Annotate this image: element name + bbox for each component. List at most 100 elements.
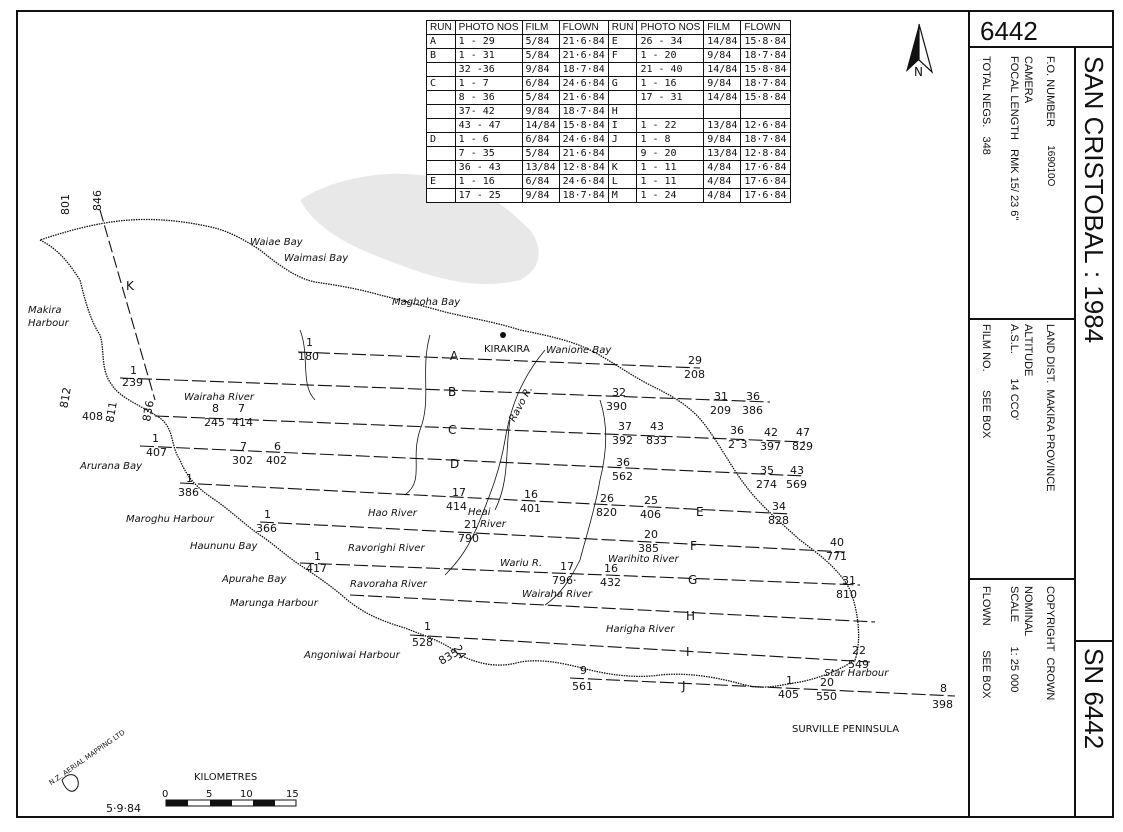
photo-label: 408 [82, 410, 103, 423]
photo-label: 810 [836, 588, 857, 601]
place-wariu-r: Wariu R. [500, 558, 542, 569]
photo-label: 35 [760, 464, 774, 477]
place-kirakira: KIRAKIRA [484, 344, 530, 355]
table-cell [426, 146, 456, 161]
total-value: 348 [980, 136, 992, 155]
table-cell [636, 104, 705, 119]
photo-label: 829 [792, 440, 813, 453]
place-ravoraha-river: Ravoraha River [350, 579, 428, 590]
table-cell: 18·7·84 [558, 188, 609, 203]
film-value: SEE BOX [980, 390, 992, 439]
table-cell [426, 118, 456, 133]
place-makira-1: Makira [28, 305, 62, 316]
photo-label: 36 [746, 390, 760, 403]
photo-label: 209 [710, 404, 731, 417]
table-cell: 5/84 [521, 34, 560, 49]
run-label-g: G [688, 573, 697, 587]
table-cell: G [607, 76, 638, 91]
table-cell: 12·8·84 [740, 146, 791, 161]
photo-label: 1 [186, 472, 193, 485]
table-cell: 14/84 [703, 90, 742, 105]
table-cell: 4/84 [703, 174, 742, 189]
table-cell: 1 - 6 [454, 132, 523, 147]
photo-label: 432 [600, 576, 621, 589]
table-cell: 1 - 24 [636, 188, 705, 203]
table-cell: 15·8·84 [740, 90, 791, 105]
table-cell: 14/84 [703, 62, 742, 77]
place-warihito-river: Warihito River [608, 554, 679, 565]
altitude-value: 14 CCO' [1008, 378, 1020, 421]
table-cell: 4/84 [703, 188, 742, 203]
info-flown: FLOWN SEE BOX [980, 586, 992, 698]
scale-tick: 0 [162, 789, 168, 800]
title-place: SAN CRISTOBAL [1079, 56, 1109, 264]
table-header-row: RUN PHOTO NOS FILM FLOWN RUN PHOTO NOS F… [426, 20, 791, 35]
photo-label: 801 [59, 194, 72, 215]
photo-label: 549 [848, 658, 869, 671]
place-waimasi-bay: Waimasi Bay [284, 253, 349, 264]
table-cell: F [607, 48, 638, 63]
photo-label: 385 [638, 542, 659, 555]
copyright-value: CROWN [1044, 657, 1056, 701]
place-hao-river: Hao River [368, 508, 418, 519]
table-cell: 17·6·84 [740, 174, 791, 189]
map-frame [16, 10, 1114, 818]
info-fo: F.O. NUMBER 169010O [1044, 56, 1056, 186]
table-cell: 24·6·84 [558, 76, 609, 91]
table-cell: 43 - 47 [454, 118, 523, 133]
photo-label: 1 [786, 674, 793, 687]
photo-label: 26 [600, 492, 614, 505]
photo-label: 29 [688, 354, 702, 367]
photo-label: 1 [306, 336, 313, 349]
photo-label: 405 [778, 688, 799, 701]
table-cell: B [426, 48, 456, 63]
photo-label: 31 [714, 390, 728, 403]
table-cell: 1 - 31 [454, 48, 523, 63]
table-cell: 32 -36 [454, 62, 523, 77]
photo-label: 771 [826, 550, 847, 563]
table-cell: 15·8·84 [558, 118, 609, 133]
run-label-d: D [450, 457, 459, 471]
table-cell: 17·6·84 [740, 188, 791, 203]
photo-label: 811 [103, 401, 119, 424]
table-cell: 1 - 16 [454, 174, 523, 189]
place-heai-river-1: Heai [468, 507, 491, 518]
table-cell: 21 - 40 [636, 62, 705, 77]
photo-label: 561 [572, 680, 593, 693]
table-cell [607, 90, 638, 105]
photo-label: 34 [772, 500, 786, 513]
scale-bar: KILOMETRES 0 5 10 15 [162, 772, 299, 807]
map-title: SAN CRISTOBAL : 1984 [1076, 56, 1112, 343]
table-cell: 26 - 34 [636, 34, 705, 49]
run-label-a: A [450, 349, 459, 363]
place-harigha-river: Harigha River [606, 624, 675, 635]
flown-value: SEE BOX [980, 650, 992, 699]
aerial-mapping-logo: N.Z. AERIAL MAPPING LTD [48, 729, 127, 792]
photo-label: 790 [458, 532, 479, 545]
photo-label: 1 [424, 620, 431, 633]
place-wanione-bay: Wanione Bay [546, 345, 612, 356]
table-cell: 9/84 [703, 76, 742, 91]
photo-label: 47 [796, 426, 810, 439]
table-cell: 4/84 [703, 160, 742, 175]
photo-label: 9 [580, 664, 587, 677]
table-cell: 5/84 [521, 90, 560, 105]
photo-label: 180 [298, 350, 319, 363]
run-label-c: C [448, 423, 456, 437]
photo-label: 528 [412, 636, 433, 649]
table-cell [426, 62, 456, 77]
photo-label: 7 [240, 440, 247, 453]
photo-label: 20 [644, 528, 658, 541]
fo-value: 169010O [1045, 145, 1056, 187]
photo-label: 1 [264, 508, 271, 521]
table-cell: 13/84 [521, 160, 560, 175]
run-label-e: E [696, 505, 704, 519]
flight-plan-map: K A B C D E F G H I J Waiae Bay Waimasi … [28, 23, 956, 812]
table-cell: 18·7·84 [740, 76, 791, 91]
